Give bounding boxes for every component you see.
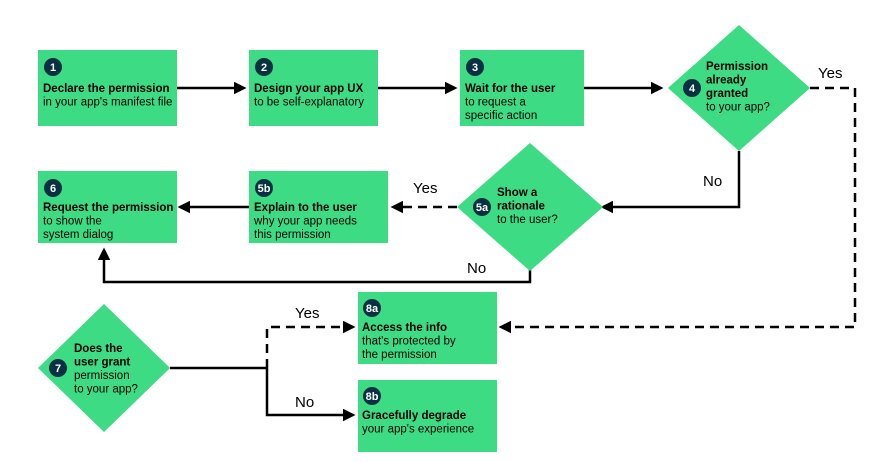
node-box <box>38 171 177 243</box>
step-badge <box>255 179 273 197</box>
node-title-line: Wait for the user <box>465 83 556 95</box>
step-number: 8a <box>366 303 379 315</box>
step-number: 4 <box>689 83 696 95</box>
decision-diamond <box>38 304 170 432</box>
node-title-line: Access the info <box>362 322 447 334</box>
decision-diamond <box>668 25 810 151</box>
step-badge <box>44 58 62 76</box>
node-title-line: user grant <box>74 357 130 369</box>
node-title-line: Design your app UX <box>254 83 364 95</box>
label-yes-5a: Yes <box>413 180 437 197</box>
node-title-line: already <box>706 75 747 87</box>
node-text-line: to show the <box>43 216 102 228</box>
node-text-line: to request a <box>465 97 526 109</box>
edge-5a-no <box>97 247 532 284</box>
node-text-line: system dialog <box>43 229 113 241</box>
node-title-line: Show a <box>497 187 538 199</box>
node-text-line: in your app's manifest file <box>43 97 172 109</box>
node-box <box>358 380 497 452</box>
step-badge <box>49 359 67 377</box>
node-text-line: permission <box>74 370 130 382</box>
step-number: 8b <box>366 391 379 403</box>
label-no-5a: No <box>467 260 486 277</box>
node-text-line: to the user? <box>497 214 558 226</box>
node-box <box>38 50 177 126</box>
connectors <box>97 81 857 422</box>
node-text-line: your app's experience <box>362 424 474 436</box>
node-title-line: rationale <box>497 201 545 213</box>
edge-7-no <box>265 368 356 422</box>
node-title-line: Permission <box>706 61 768 73</box>
step-number: 1 <box>50 62 56 74</box>
step-number: 7 <box>55 363 61 375</box>
edge-7-yes <box>265 320 356 368</box>
node-box <box>358 292 497 364</box>
step-badge <box>44 179 62 197</box>
step-number: 2 <box>261 62 267 74</box>
step-number: 5b <box>258 183 271 195</box>
node-title-line: granted <box>706 88 748 100</box>
node-text-line: that's protected by <box>362 336 456 348</box>
step-badge <box>255 58 273 76</box>
step-badge <box>473 198 491 216</box>
node-text-line: specific action <box>465 110 537 122</box>
step-number: 5a <box>476 202 489 214</box>
node-text-line: to be self-explanatory <box>254 97 364 109</box>
step-number: 3 <box>472 62 478 74</box>
label-no-4: No <box>703 173 722 190</box>
node-title-line: Explain to the user <box>254 202 357 214</box>
edge-4-yes <box>498 86 857 334</box>
step-badge <box>363 387 381 405</box>
step-badge <box>466 58 484 76</box>
node-box <box>249 171 388 243</box>
edge-labels: Yes No Yes No Yes No <box>295 65 842 411</box>
edge-4-no <box>600 151 741 214</box>
label-no-7: No <box>295 394 314 411</box>
node-text-line: why your app needs <box>253 216 357 228</box>
label-yes-7: Yes <box>295 305 319 322</box>
node-text-line: the permission <box>362 349 437 361</box>
node-title-line: Does the <box>74 343 123 355</box>
step-badge <box>683 79 701 97</box>
step-number: 6 <box>50 183 56 195</box>
step-badge <box>363 299 381 317</box>
node-text-line: this permission <box>254 229 331 241</box>
node-title-line: Declare the permission <box>43 83 170 95</box>
node-text-line: to your app? <box>74 384 138 396</box>
node-title-line: Request the permission <box>43 202 173 214</box>
label-yes-4: Yes <box>818 65 842 82</box>
decision-diamond <box>457 143 603 271</box>
node-title-line: Gracefully degrade <box>362 410 466 422</box>
node-text-line: to your app? <box>706 102 770 114</box>
